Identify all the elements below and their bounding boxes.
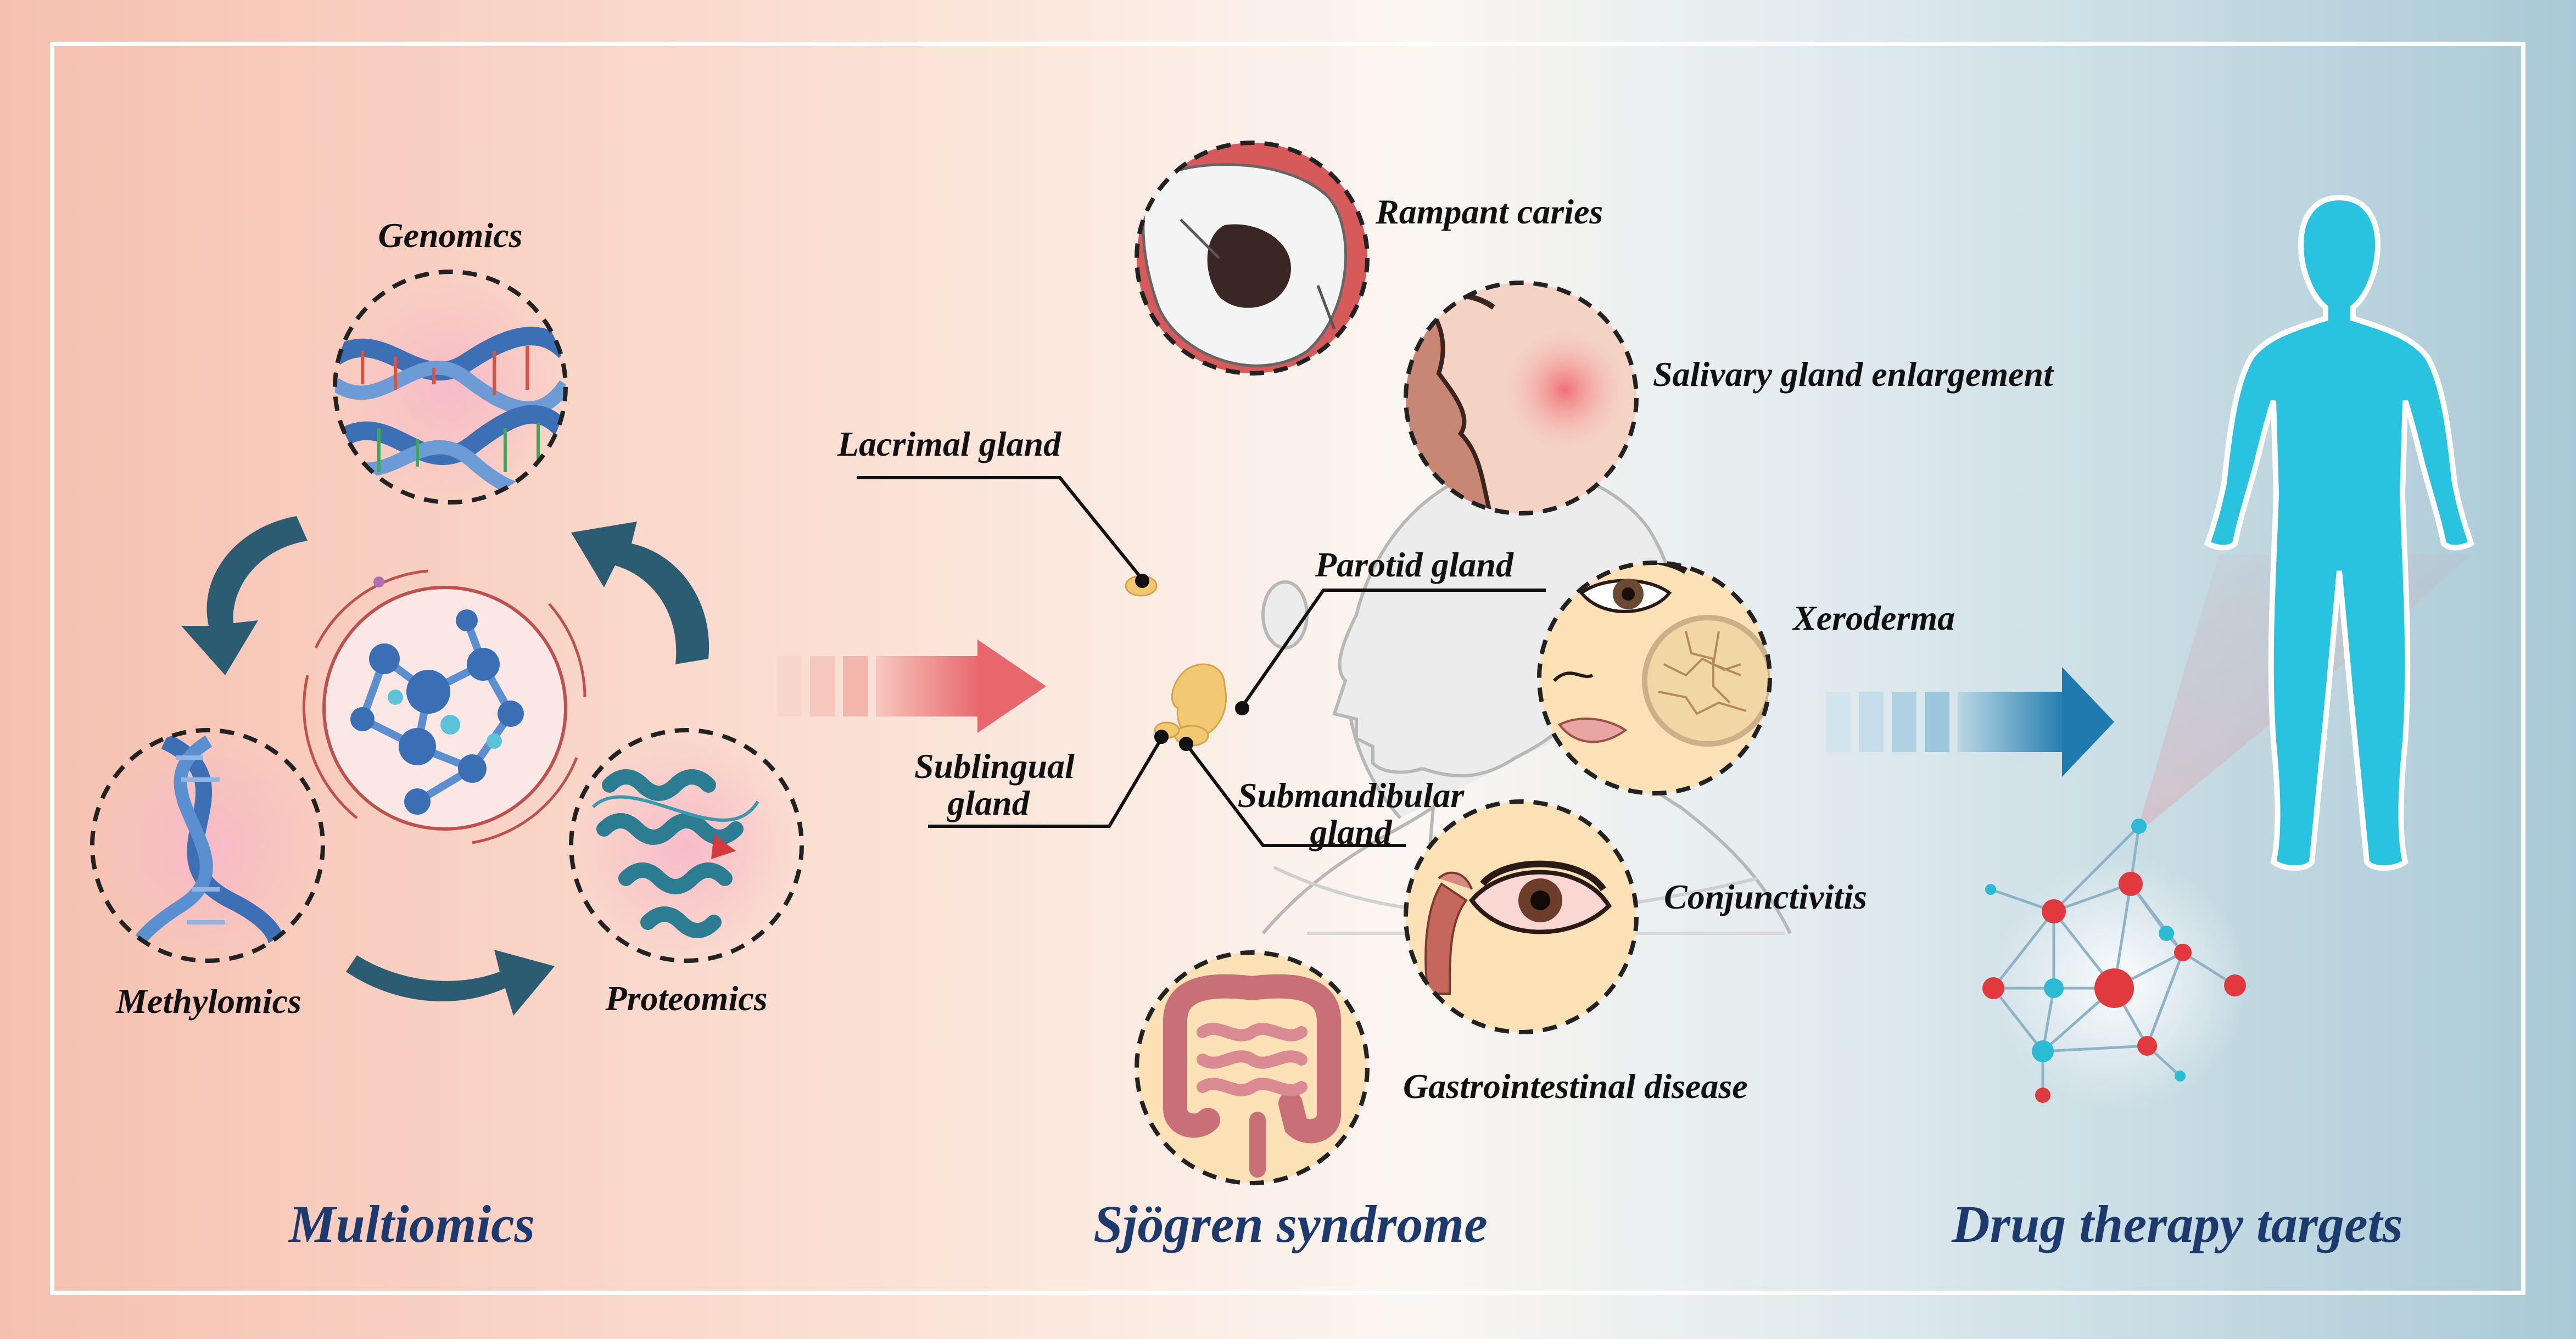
drug-targets-section: [1982, 194, 2475, 1109]
proteomics-label: Proteomics: [605, 979, 768, 1018]
gastrointestinal-disease-label: Gastrointestinal disease: [1403, 1067, 1748, 1106]
tooth-caries-icon: [1137, 143, 1367, 373]
cycle-arrows: [181, 516, 709, 1016]
rampant-caries-label: Rampant caries: [1376, 192, 1603, 231]
arrow-proteomics-to-genomics: [571, 522, 709, 664]
proteomics-circle: [569, 728, 804, 963]
genomics-label: Genomics: [378, 216, 523, 255]
lacrimal-gland-label: Lacrimal gland: [837, 424, 1061, 463]
conjunctivitis-label: Conjunctivitis: [1664, 877, 1867, 916]
xeroderma-label: Xeroderma: [1793, 598, 1955, 637]
multiomics-title: Multiomics: [288, 1195, 535, 1253]
methylomics-label: Methylomics: [116, 982, 301, 1021]
human-body-icon: [2204, 194, 2475, 871]
gland-leader-lines: [857, 476, 1546, 847]
submandibular-gland-label: Submandibular gland: [1222, 776, 1480, 852]
arrow-genomics-to-methylomics: [181, 516, 308, 675]
target-network-icon: [1982, 819, 2246, 1109]
dry-skin-icon: [1539, 563, 1770, 793]
multiomics-section: [90, 270, 804, 1016]
salivary-gland-enlargement-label: Salivary gland enlargement: [1653, 355, 2053, 394]
red-eye-icon: [1406, 802, 1636, 1032]
genomics-circle: [333, 270, 568, 505]
gastrointestinal-disease-circle: [1135, 950, 1370, 1185]
arrow-methylomics-to-proteomics: [346, 950, 555, 1016]
sublingual-gland-label-line1: Sublingual: [914, 747, 1075, 786]
rampant-caries-circle: [1135, 141, 1370, 376]
arrow-multiomics-to-sjogren: [777, 640, 1046, 733]
protein-structure-icon: [591, 769, 759, 938]
sublingual-gland-label: Sublingual gland: [914, 747, 1075, 823]
parotid-gland-label: Parotid gland: [1315, 545, 1513, 584]
molecular-network-icon: [303, 569, 586, 844]
xeroderma-circle: [1537, 561, 1772, 795]
sjogren-syndrome-title: Sjögren syndrome: [1093, 1195, 1488, 1253]
submandibular-gland-label-line2: gland: [1310, 813, 1392, 852]
intestine-icon: [1137, 953, 1367, 1183]
submandibular-gland-label-line1: Submandibular: [1237, 776, 1465, 815]
conjunctivitis-circle: [1404, 799, 1639, 1034]
arrow-sjogren-to-drug: [1826, 667, 2114, 777]
sublingual-gland-label-line2: gland: [947, 783, 1030, 823]
drug-therapy-targets-title: Drug therapy targets: [1952, 1195, 2403, 1253]
frame-border: [50, 42, 2525, 1295]
